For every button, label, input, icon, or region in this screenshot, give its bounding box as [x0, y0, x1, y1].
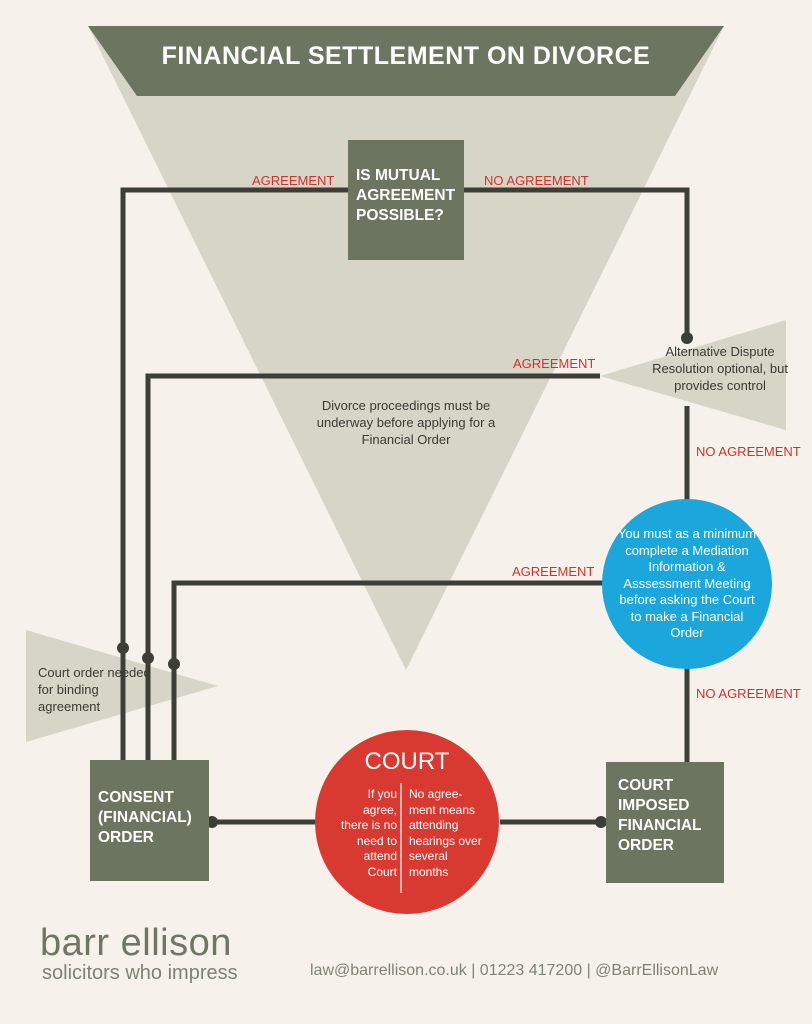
label-no-agreement-miam: NO AGREEMENT [696, 686, 801, 701]
title-band [88, 26, 724, 96]
imposed-order-box [606, 762, 724, 883]
consent-order-text: CONSENT (FINANCIAL) ORDER [98, 789, 192, 846]
contact-line: law@barrellison.co.uk | 01223 417200 | @… [310, 962, 719, 979]
miam-text: You must as a minimum complete a Mediati… [617, 526, 757, 640]
funnel-triangle [88, 26, 724, 670]
logo-tagline: solicitors who impress [42, 962, 238, 984]
line-miam-to-consent [171, 580, 612, 760]
dot-court-imposed [595, 816, 607, 828]
line-adr-to-consent [145, 373, 600, 760]
dot-adr-top [681, 332, 693, 344]
court-title: COURT [364, 748, 450, 775]
divorce-note-text: Divorce proceedings must be underway bef… [316, 398, 496, 447]
logo-text: barr ellison [40, 922, 232, 964]
mutual-agreement-box [348, 140, 464, 260]
label-no-agreement-top: NO AGREEMENT [484, 173, 589, 188]
label-agreement-miam: AGREEMENT [512, 564, 595, 579]
adr-triangle [600, 320, 786, 430]
dot-consent-1 [117, 642, 129, 654]
consent-order-box [90, 760, 209, 881]
mutual-agreement-text: IS MUTUAL AGREEMENT POSSIBLE? [356, 167, 456, 224]
line-mutual-to-consent [120, 187, 348, 760]
court-circle [315, 730, 499, 914]
dot-consent-3 [168, 658, 180, 670]
line-mutual-to-adr [464, 187, 690, 338]
court-left-text: If you agree, there is no need to attend… [340, 787, 397, 879]
imposed-order-text: COURT IMPOSED FINANCIAL ORDER [618, 777, 702, 854]
dot-consent-2 [142, 652, 154, 664]
label-agreement-top: AGREEMENT [252, 173, 335, 188]
label-agreement-adr: AGREEMENT [513, 356, 596, 371]
adr-text: Alternative Dispute Resolution optional,… [652, 344, 788, 393]
court-right-text: No agree-ment means attending hearings o… [409, 787, 482, 879]
page-title: FINANCIAL SETTLEMENT ON DIVORCE [161, 42, 651, 70]
court-order-note-text: Court order needed for binding agreement [38, 665, 151, 714]
label-no-agreement-adr: NO AGREEMENT [696, 444, 801, 459]
miam-circle [602, 499, 772, 669]
